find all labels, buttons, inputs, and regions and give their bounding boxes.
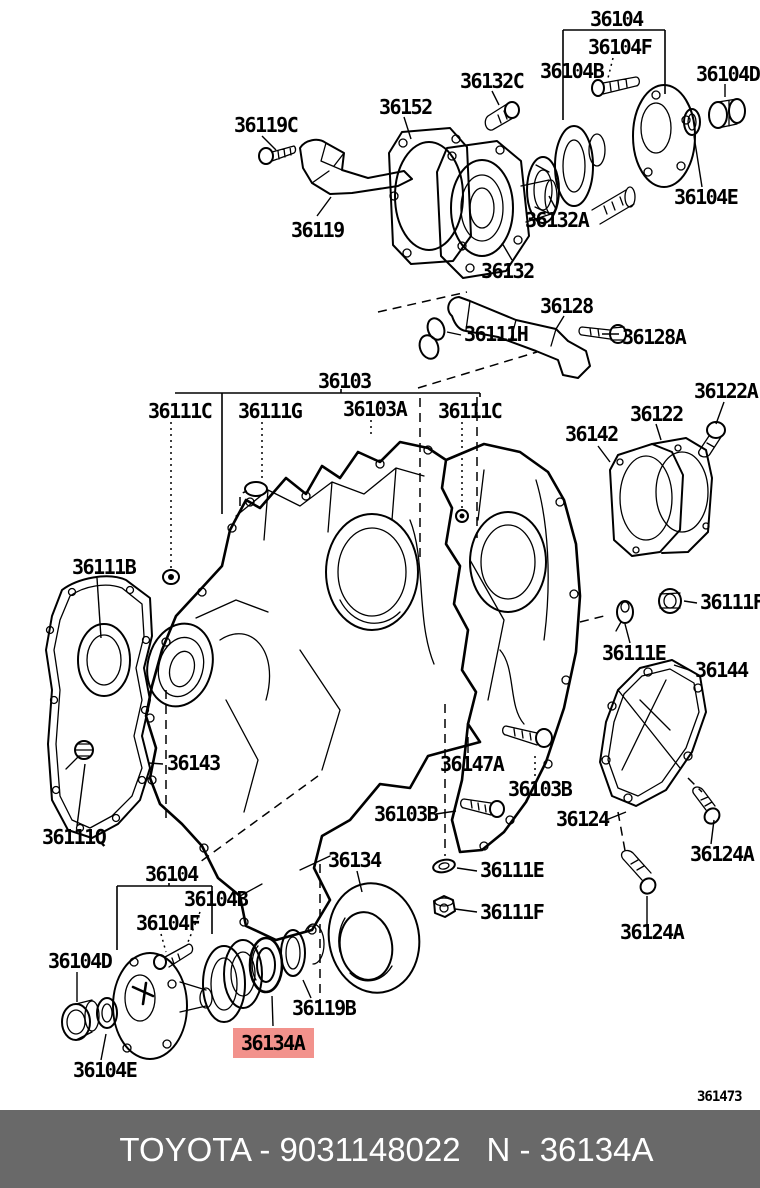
part-label-36104B-top[interactable]: 36104B (540, 59, 606, 83)
bolt-36124A-lower-drawing (620, 849, 657, 895)
part-label-36152[interactable]: 36152 (379, 95, 434, 119)
part-label-36119B[interactable]: 36119B (292, 996, 358, 1020)
part-label-36111E-right[interactable]: 36111E (602, 641, 667, 665)
leader-lines (76, 29, 726, 1061)
sensor-36111E-right-drawing (615, 600, 634, 632)
part-label-36104-bottom[interactable]: 36104 (145, 862, 201, 886)
part-label-36132C[interactable]: 36132C (460, 69, 525, 93)
part-label-36128A[interactable]: 36128A (622, 325, 688, 349)
bracket-36128-drawing (447, 296, 591, 379)
part-label-36111Q[interactable]: 36111Q (42, 825, 108, 849)
footer-background (0, 1110, 760, 1188)
part-label-36111F-center[interactable]: 36111F (480, 900, 545, 924)
part-label-36104-top[interactable]: 36104 (590, 7, 646, 31)
bolt-36104F-drawing (591, 76, 641, 97)
gasket-36143-drawing (45, 575, 153, 839)
part-label-36103[interactable]: 36103 (318, 369, 373, 393)
part-label-36132A[interactable]: 36132A (525, 208, 591, 232)
part-label-36104D-top[interactable]: 36104D (696, 62, 760, 86)
part-label-36144[interactable]: 36144 (695, 658, 751, 682)
part-label-36134A-highlighted[interactable]: 36134A (241, 1031, 307, 1055)
part-label-36111H[interactable]: 36111H (464, 322, 529, 346)
part-label-36103B[interactable]: 36103B (508, 777, 574, 801)
washer-36104E-top-drawing (683, 108, 701, 136)
part-label-36111E-center[interactable]: 36111E (480, 858, 545, 882)
part-label-36119C[interactable]: 36119C (234, 113, 299, 137)
seal-36134-drawing (327, 882, 421, 994)
part-label-36111F-right[interactable]: 36111F (700, 590, 760, 614)
nut-36104D-top-drawing (708, 98, 746, 129)
seal-36134A-drawing (248, 936, 284, 994)
part-label-36104F-bottom[interactable]: 36104F (136, 911, 201, 935)
part-label-36104E-top[interactable]: 36104E (674, 185, 739, 209)
plug-36111Q-drawing (65, 740, 94, 770)
part-label-36111G[interactable]: 36111G (238, 399, 304, 423)
bolt-36103B-left-drawing (459, 798, 505, 818)
part-label-36142[interactable]: 36142 (565, 422, 620, 446)
bolt-36132C-drawing (484, 101, 520, 131)
part-label-36103B-2[interactable]: 36103B (374, 802, 440, 826)
part-label-36111C-2[interactable]: 36111C (438, 399, 503, 423)
plug-36111C2-drawing (455, 509, 469, 523)
bolt-36124A-upper-drawing (692, 786, 721, 825)
gasket-36111G-drawing (244, 481, 268, 497)
sensor-36111H-drawing (418, 317, 446, 360)
part-label-36104D-bottom[interactable]: 36104D (48, 949, 114, 973)
part-label-36143[interactable]: 36143 (167, 751, 222, 775)
part-label-36128[interactable]: 36128 (540, 294, 595, 318)
part-label-36124A[interactable]: 36124A (690, 842, 756, 866)
flange-36104-top-drawing (591, 84, 696, 225)
part-label-36124[interactable]: 36124 (556, 807, 612, 831)
plug-36111C-drawing (162, 569, 180, 585)
part-label-36134[interactable]: 36134 (328, 848, 384, 872)
part-labels: 36119C 36119 36152 36132C 36104 36104F 3… (42, 7, 760, 1082)
washer-36111E-center-drawing (432, 858, 456, 874)
bolt-36103B-right-drawing (501, 725, 553, 748)
gasket-36152-drawing (388, 127, 472, 265)
bolt-36119C-drawing (258, 145, 297, 165)
part-label-36104F-top[interactable]: 36104F (588, 35, 653, 59)
footer-bar: TOYOTA - 9031148022 N - 36134A (0, 1110, 760, 1188)
gaskets-36142-36122-drawing (609, 437, 713, 557)
part-label-36122A[interactable]: 36122A (694, 379, 760, 403)
bearing-36132A-drawing (526, 125, 606, 224)
plug-36111F-right-drawing (658, 588, 682, 614)
ring-36119B-drawing (280, 923, 325, 977)
flange-assembly-bottom-drawing (61, 939, 263, 1060)
part-label-36103A[interactable]: 36103A (343, 397, 409, 421)
diagram-line-art (45, 76, 746, 1060)
footer-selected-part: N - 36134A (487, 1131, 654, 1168)
part-label-36111C[interactable]: 36111C (148, 399, 213, 423)
figure-code: 361473 (697, 1089, 742, 1105)
part-label-36119[interactable]: 36119 (291, 218, 346, 242)
bracket-36119-drawing (299, 138, 413, 195)
part-label-36124A-2[interactable]: 36124A (620, 920, 686, 944)
transfer-case-rear-drawing (444, 442, 582, 854)
part-label-36147A[interactable]: 36147A (440, 752, 506, 776)
footer-catalog-number: TOYOTA - 9031148022 (119, 1131, 460, 1168)
part-label-36111B[interactable]: 36111B (72, 555, 138, 579)
bolt-36122A-drawing (698, 421, 726, 458)
part-label-36104E-bottom[interactable]: 36104E (73, 1058, 138, 1082)
part-label-36122[interactable]: 36122 (630, 402, 685, 426)
highlight-box (233, 1028, 314, 1058)
part-label-36104B-bottom[interactable]: 36104B (184, 887, 250, 911)
cover-36144-drawing (599, 659, 707, 807)
nut-36111F-center-drawing (433, 895, 456, 918)
part-label-36132[interactable]: 36132 (481, 259, 536, 283)
